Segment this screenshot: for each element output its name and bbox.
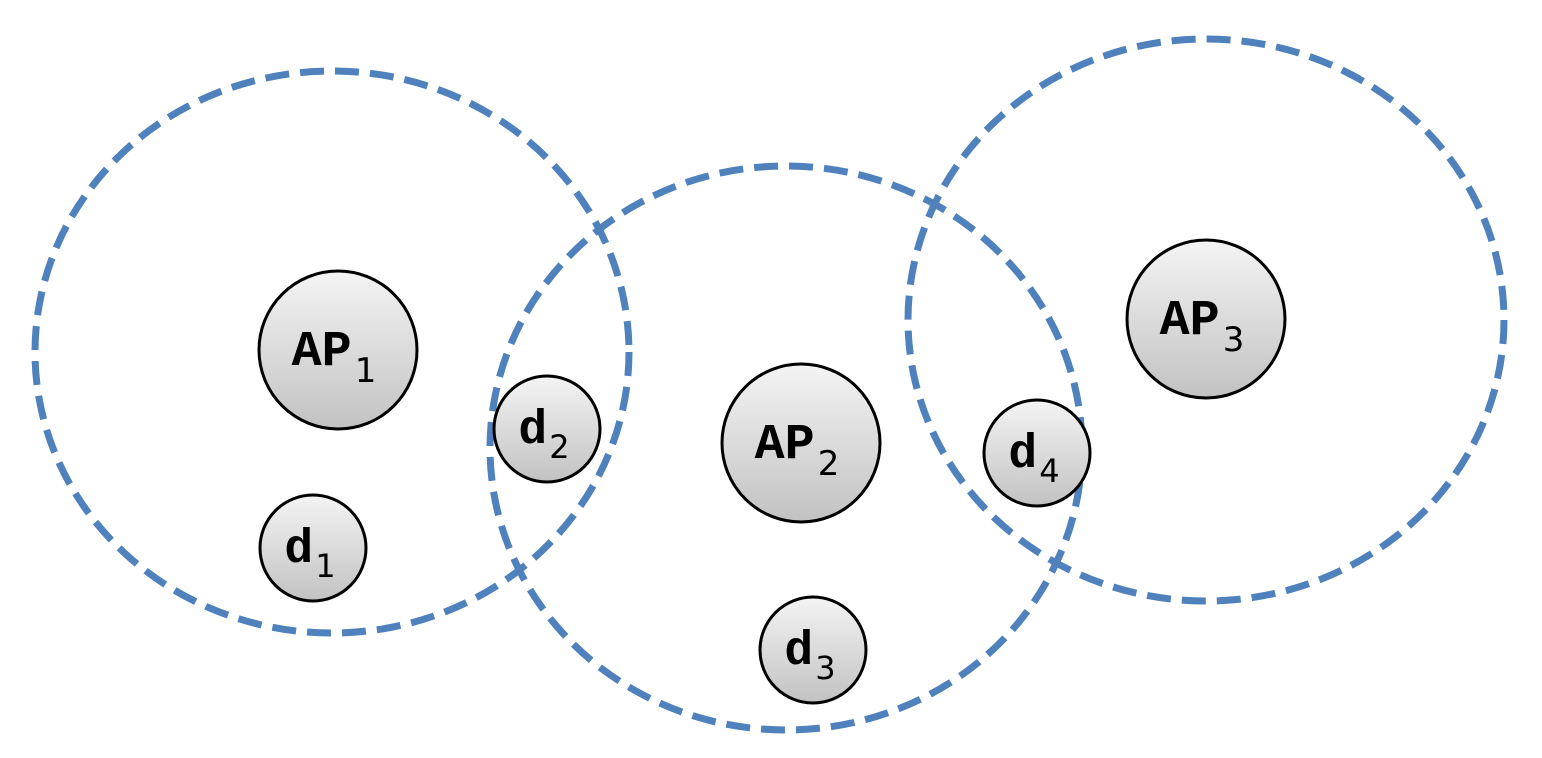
svg-text:d1: d1: [284, 523, 335, 585]
d1-label: d: [284, 523, 313, 577]
d1-subscript: 1: [315, 547, 335, 585]
ap1-subscript: 1: [355, 351, 377, 391]
coverage-area-ap3: [904, 35, 1508, 605]
coverage-area-ap1: [31, 67, 633, 637]
d4-subscript: 4: [1039, 452, 1059, 490]
svg-text:d3: d3: [784, 625, 835, 687]
svg-text:d4: d4: [1008, 428, 1059, 490]
device-d2: d2: [492, 374, 602, 484]
d2-label: d: [518, 404, 547, 458]
ap3-subscript: 3: [1223, 320, 1245, 360]
access-point-ap1: AP1: [257, 269, 419, 431]
svg-text:AP2: AP2: [755, 417, 840, 484]
ap1-label: AP: [292, 324, 352, 381]
svg-text:d2: d2: [518, 404, 569, 466]
d3-label: d: [784, 625, 813, 679]
ap2-subscript: 2: [818, 444, 840, 484]
device-d3: d3: [758, 595, 868, 705]
svg-text:AP3: AP3: [1160, 293, 1245, 360]
access-point-ap3: AP3: [1125, 238, 1287, 400]
d4-label: d: [1008, 428, 1037, 482]
ap2-label: AP: [755, 417, 815, 474]
svg-text:AP1: AP1: [292, 324, 377, 391]
d3-subscript: 3: [815, 649, 835, 687]
ap3-label: AP: [1160, 293, 1220, 350]
device-d1: d1: [258, 493, 368, 603]
device-d4: d4: [982, 398, 1092, 508]
access-point-ap2: AP2: [720, 362, 882, 524]
d2-subscript: 2: [549, 428, 569, 466]
